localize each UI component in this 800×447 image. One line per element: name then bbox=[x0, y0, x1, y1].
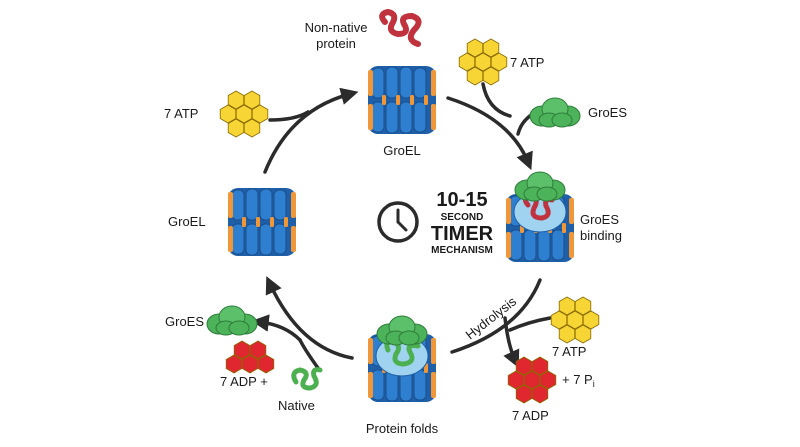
label-groes-binding-1: GroES bbox=[580, 212, 619, 227]
label-groes-left: GroES bbox=[165, 314, 204, 329]
groel-top bbox=[367, 65, 437, 135]
arrow-release-native bbox=[298, 338, 320, 370]
arrow-release-groes bbox=[251, 314, 302, 342]
label-groel-top: GroEL bbox=[383, 143, 421, 158]
adp-icon-left bbox=[225, 340, 275, 374]
non-native-protein-icon bbox=[379, 8, 422, 47]
arrow-top-right bbox=[446, 96, 533, 171]
label-atp-top-right: 7 ATP bbox=[510, 55, 544, 70]
label-adp-right: 7 ADP bbox=[512, 408, 549, 423]
arrow-bottom-right bbox=[450, 278, 542, 354]
timer-line1: 10-15 bbox=[436, 189, 487, 211]
atp-icon-top-left bbox=[219, 90, 269, 138]
atp-icon-top-right bbox=[458, 38, 508, 86]
label-adp-left: 7 ADP + bbox=[220, 374, 268, 389]
groes-cap-bottom bbox=[376, 315, 428, 346]
timer-line4: MECHANISM bbox=[431, 245, 493, 256]
groel-left bbox=[227, 187, 297, 257]
label-groel-left: GroEL bbox=[168, 214, 206, 229]
arrow-atp-feed-bottom bbox=[508, 316, 552, 332]
arrow-atp-feed-top bbox=[481, 82, 512, 118]
atp-icon-bottom-right bbox=[550, 296, 600, 344]
clock-icon bbox=[377, 201, 419, 243]
label-pi: + 7 Pi bbox=[562, 372, 595, 389]
label-atp-top-left: 7 ATP bbox=[164, 106, 198, 121]
label-non-native-2: protein bbox=[316, 36, 356, 51]
arrow-bottom-left bbox=[265, 276, 354, 360]
label-groes-binding-2: binding bbox=[580, 228, 622, 243]
label-protein-folds: Protein folds bbox=[366, 421, 439, 436]
groes-cap-right bbox=[514, 171, 566, 202]
timer-line2: SECOND bbox=[441, 212, 484, 223]
arrow-hydrolysis-out bbox=[503, 316, 520, 368]
cycle-arrows bbox=[251, 82, 552, 370]
label-groes-right: GroES bbox=[588, 105, 627, 120]
native-protein-icon bbox=[291, 367, 323, 391]
label-non-native-1: Non-native bbox=[305, 20, 368, 35]
label-atp-bottom-right: 7 ATP bbox=[552, 344, 586, 359]
timer-line3: TIMER bbox=[431, 223, 494, 245]
adp-icon-right bbox=[507, 356, 557, 404]
groes-icon-left bbox=[206, 305, 258, 336]
groes-icon-right bbox=[529, 97, 581, 128]
label-native: Native bbox=[278, 398, 315, 413]
arrow-top-left bbox=[263, 87, 359, 174]
arrow-atp-feed-left bbox=[268, 110, 310, 122]
